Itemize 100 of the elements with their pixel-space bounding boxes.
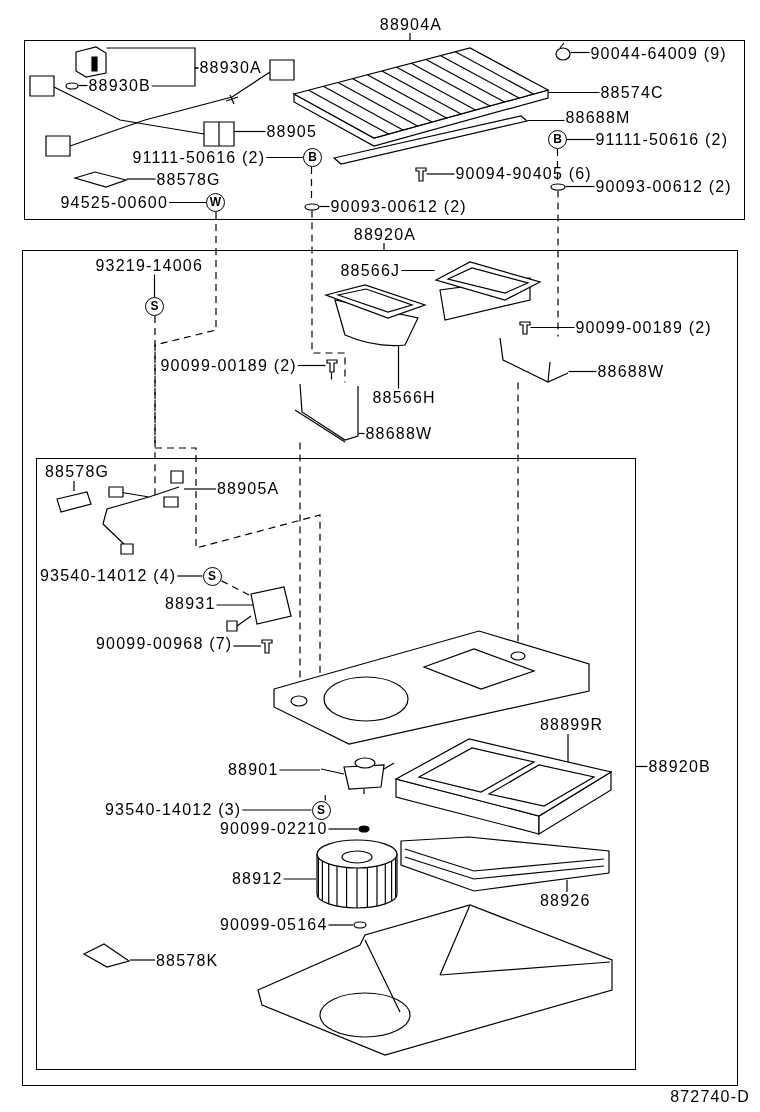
part-number: 88688M bbox=[564, 108, 632, 127]
leader-line bbox=[634, 765, 649, 768]
leader-line bbox=[297, 364, 327, 367]
air-filter-drawing bbox=[395, 738, 612, 835]
dashed-guide-line bbox=[311, 209, 346, 384]
pad-drawing bbox=[56, 491, 92, 513]
leader-line bbox=[566, 879, 568, 893]
leader-line bbox=[151, 67, 200, 87]
part-number: 90099-00968 (7) bbox=[95, 635, 234, 653]
part-number: 88899R bbox=[539, 716, 605, 734]
part-number: 88920B bbox=[647, 757, 712, 776]
connector-drawing bbox=[202, 120, 235, 147]
part-number: 90099-00189 (2) bbox=[574, 318, 713, 337]
module-drawing bbox=[226, 586, 292, 632]
leader-line bbox=[176, 575, 204, 577]
screw-drawing bbox=[261, 639, 273, 654]
leader-line bbox=[129, 959, 156, 961]
leader-line bbox=[265, 156, 304, 159]
assembly-frame bbox=[35, 457, 636, 1070]
washer-drawing bbox=[353, 921, 367, 929]
part-number: 90093-00612 (2) bbox=[594, 177, 733, 196]
part-number: 88926 bbox=[539, 892, 592, 910]
part-number: 88905A bbox=[216, 480, 281, 498]
part-number: 91111-50616 (2) bbox=[131, 148, 267, 167]
part-number: 93540-14012 (4) bbox=[39, 567, 178, 585]
part-number: 90099-05164 bbox=[219, 916, 329, 934]
clip-drawing bbox=[64, 81, 79, 90]
part-number: 88578G bbox=[44, 463, 111, 481]
part-number: 90093-00612 (2) bbox=[329, 197, 468, 216]
part-number: 88905 bbox=[265, 122, 318, 141]
screw-drawing bbox=[518, 320, 531, 335]
part-number: 88578G bbox=[155, 170, 222, 189]
fastener-symbol: B bbox=[303, 148, 322, 167]
dashed-guide-line bbox=[324, 794, 326, 802]
part-number: 88904A bbox=[379, 16, 443, 34]
bracket-drawing bbox=[498, 336, 569, 383]
washer-drawing bbox=[303, 202, 320, 211]
bracket-drawing bbox=[293, 382, 359, 443]
leader-line bbox=[425, 173, 456, 175]
leader-line bbox=[547, 91, 601, 94]
washer-drawing bbox=[549, 182, 566, 191]
dashed-guide-line bbox=[557, 189, 559, 338]
drawing-number: 872740-D bbox=[670, 1088, 750, 1106]
part-number: 90094-90405 (6) bbox=[454, 164, 593, 183]
part-number: 88912 bbox=[231, 870, 284, 888]
nut-drawing bbox=[358, 825, 370, 833]
pad-drawing bbox=[83, 943, 130, 968]
part-number: 88574C bbox=[599, 83, 665, 102]
dashed-guide-line bbox=[154, 211, 217, 497]
leader-line bbox=[397, 345, 400, 390]
leader-line bbox=[183, 488, 217, 490]
part-number: 88920A bbox=[353, 226, 417, 244]
leader-line bbox=[232, 645, 262, 647]
part-number: 90044-64009 (9) bbox=[589, 44, 728, 63]
holder-strip-drawing bbox=[332, 114, 528, 165]
screw-drawing bbox=[414, 166, 427, 182]
duct-drawing bbox=[324, 283, 426, 347]
part-number: 94525-00600 bbox=[59, 193, 169, 212]
part-number: 88901 bbox=[227, 761, 280, 779]
duct-drawing bbox=[434, 260, 541, 321]
leader-line bbox=[125, 178, 157, 180]
leader-line bbox=[357, 432, 366, 435]
leader-line bbox=[153, 273, 156, 298]
leader-line bbox=[400, 269, 436, 272]
motor-drawing bbox=[320, 757, 395, 795]
leader-line bbox=[526, 119, 566, 122]
leader-line bbox=[569, 51, 591, 54]
leader-line bbox=[529, 326, 576, 329]
dashed-guide-line bbox=[517, 381, 519, 644]
part-number: 90099-00189 (2) bbox=[159, 356, 298, 375]
connector-cap-drawing bbox=[74, 45, 107, 78]
leader-line bbox=[327, 924, 354, 926]
fastener-symbol: S bbox=[145, 297, 164, 316]
leader-line bbox=[327, 828, 359, 830]
part-number: 88688W bbox=[364, 424, 434, 443]
leader-line bbox=[73, 480, 75, 492]
blower-fan-drawing bbox=[316, 839, 398, 909]
leader-line bbox=[564, 185, 596, 188]
part-number: 93219-14006 bbox=[94, 256, 204, 275]
leader-line bbox=[566, 138, 596, 141]
part-number: 88578K bbox=[155, 952, 220, 970]
pad-drawing bbox=[73, 170, 127, 188]
part-number: 90099-02210 bbox=[219, 820, 329, 838]
leader-line bbox=[233, 130, 267, 133]
fastener-symbol: B bbox=[548, 130, 567, 149]
screw-drawing bbox=[325, 358, 338, 373]
fastener-symbol: S bbox=[202, 566, 222, 586]
part-number: 91111-50616 (2) bbox=[594, 130, 730, 149]
hose-clamp-drawing bbox=[554, 41, 571, 61]
leader-line bbox=[168, 201, 207, 204]
leader-line bbox=[282, 878, 317, 880]
fastener-symbol: S bbox=[311, 800, 331, 820]
part-number: 88688W bbox=[596, 362, 666, 381]
part-number: 88566H bbox=[371, 388, 437, 407]
leader-line bbox=[241, 809, 313, 811]
part-number: 93540-14012 (3) bbox=[104, 801, 243, 819]
part-number: 88931 bbox=[164, 595, 217, 613]
part-number: 88930A bbox=[198, 58, 263, 77]
part-number: 88930B bbox=[87, 76, 152, 95]
leader-line bbox=[278, 769, 321, 771]
